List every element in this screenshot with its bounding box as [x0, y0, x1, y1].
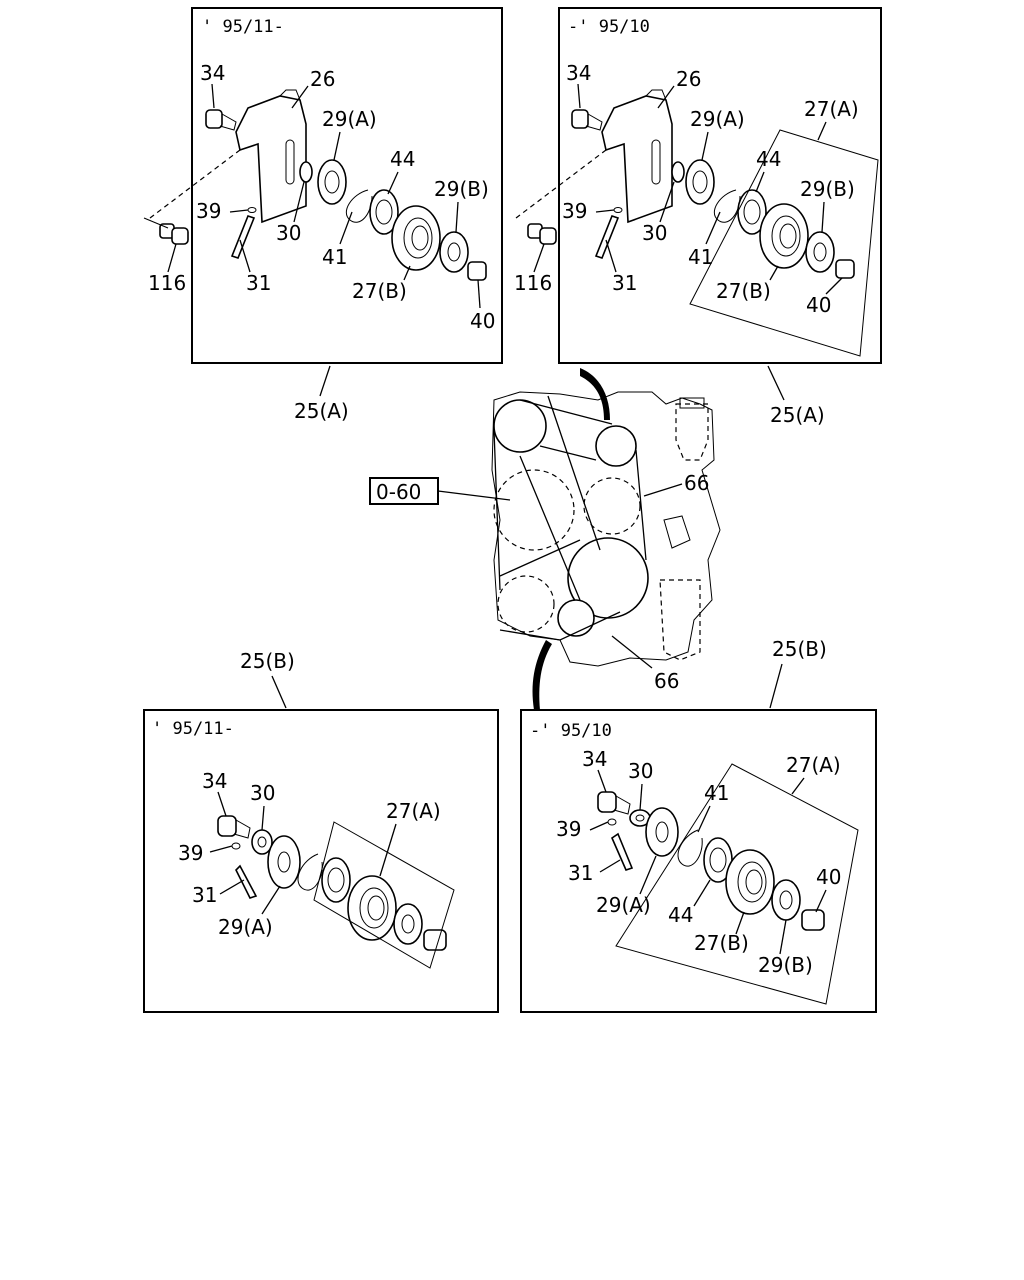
ref-25b-left: 25(B) — [240, 649, 295, 673]
panel-date-top-right: -' 95/10 — [568, 17, 650, 37]
panel-date-bottom-right: -' 95/10 — [530, 721, 612, 741]
label-39-r: 39 — [562, 199, 587, 223]
label-40-r: 40 — [806, 293, 831, 317]
label-27a-bl: 27(A) — [386, 799, 441, 823]
label-31-br: 31 — [568, 861, 593, 885]
panel-bottom-right: -' 95/10 34 30 27(A) 41 39 31 40 29(A) — [520, 709, 877, 1013]
panel-date-bottom-left: ' 95/11- — [152, 719, 234, 739]
bracket-part — [235, 95, 307, 224]
label-26: 26 — [310, 67, 335, 91]
label-39-bl: 39 — [178, 841, 203, 865]
label-27b: 27(B) — [352, 279, 407, 303]
label-66-top: 66 — [684, 471, 709, 495]
label-27b-br: 27(B) — [694, 931, 749, 955]
panel-top-left: ' 95/11- — [143, 7, 503, 364]
label-41: 41 — [322, 245, 347, 269]
label-30-br: 30 — [628, 759, 653, 783]
label-30: 30 — [276, 221, 301, 245]
engine-belt-diagram: 0-60 66 66 — [369, 368, 721, 710]
label-31-r: 31 — [612, 271, 637, 295]
label-116-r: 116 — [514, 271, 552, 295]
label-116: 116 — [148, 271, 186, 295]
panel-bottom-left: ' 95/11- 34 30 27(A) 39 31 29(A) — [143, 709, 499, 1013]
label-29b-r: 29(B) — [800, 177, 855, 201]
label-66-bottom: 66 — [654, 669, 679, 693]
label-29b-br: 29(B) — [758, 953, 813, 977]
label-27b-r: 27(B) — [716, 279, 771, 303]
label-39-br: 39 — [556, 817, 581, 841]
section-ref: 0-60 — [376, 480, 421, 504]
label-34-bl: 34 — [202, 769, 227, 793]
label-30-r: 30 — [642, 221, 667, 245]
ref-25b-right: 25(B) — [772, 637, 827, 661]
label-44: 44 — [390, 147, 415, 171]
label-26-r: 26 — [676, 67, 701, 91]
label-40-br: 40 — [816, 865, 841, 889]
label-29a-bl: 29(A) — [218, 915, 273, 939]
bolt-part — [205, 109, 237, 131]
label-27a-r: 27(A) — [804, 97, 859, 121]
label-29a-r: 29(A) — [690, 107, 745, 131]
label-41-br: 41 — [704, 781, 729, 805]
panel-date-top-left: ' 95/11- — [202, 17, 284, 37]
label-31-bl: 31 — [192, 883, 217, 907]
label-34-br: 34 — [582, 747, 607, 771]
label-34-r: 34 — [566, 61, 591, 85]
panel-top-right: -' 95/10 34 26 29(A) 27(A) 44 — [514, 7, 882, 364]
label-44-r: 44 — [756, 147, 781, 171]
ref-25a-right: 25(A) — [770, 403, 825, 427]
label-40: 40 — [470, 309, 495, 333]
label-34: 34 — [200, 61, 225, 85]
label-27a-br: 27(A) — [786, 753, 841, 777]
label-31: 31 — [246, 271, 271, 295]
label-30-bl: 30 — [250, 781, 275, 805]
ref-25a-left: 25(A) — [294, 399, 349, 423]
label-29a: 29(A) — [322, 107, 377, 131]
label-29b: 29(B) — [434, 177, 489, 201]
label-39: 39 — [196, 199, 221, 223]
label-44-br: 44 — [668, 903, 693, 927]
label-41-r: 41 — [688, 245, 713, 269]
label-29a-br: 29(A) — [596, 893, 651, 917]
